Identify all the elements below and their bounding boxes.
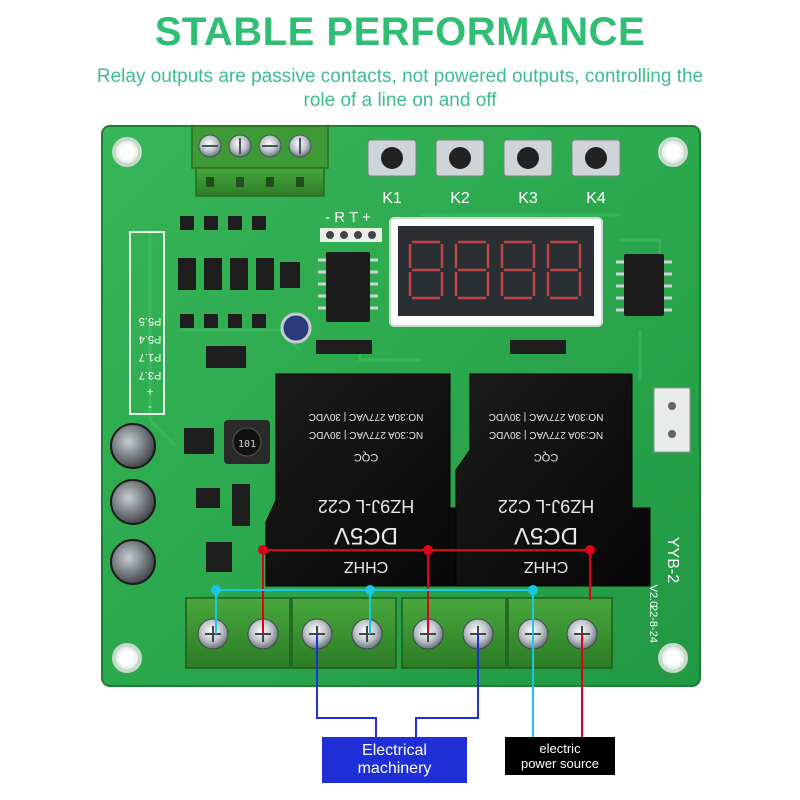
power-source-label: electric power source [505,737,615,775]
header-pins-label: - R T + [325,209,371,226]
serial-header: - R T + [320,209,382,242]
inductor-code: 101 [238,439,256,450]
relay-2: DC5V HZ9J-L C22 CHHZ NO:30A 277VAC | 30V… [455,373,651,587]
key-label-k3: K3 [518,190,538,207]
board-version: V2.0 [647,585,659,608]
side-pin-plus: + [147,385,153,397]
relay-2-rating2: NC:30A 277VAC | 30VDC [489,429,603,440]
side-pin-p55: P5.5 [139,315,162,327]
relay-2-brand: CHHZ [524,558,569,575]
electrical-machinery-text: Electrical machinery [357,742,432,777]
side-pin-p37: P3.7 [139,369,162,381]
page-title: STABLE PERFORMANCE [154,10,646,54]
relay-2-cert: CQC [534,451,559,463]
relay-1-rating2: NC:30A 277VAC | 30VDC [309,429,423,440]
key-label-k1: K1 [382,190,402,207]
relay-2-rating1: NO:30A 277VAC | 30VDC [489,411,604,422]
seven-segment-display [389,217,603,327]
electrolytic-capacitors [110,423,156,585]
relay-1-coil: DC5V [334,522,398,549]
smd-components: 101 P5.5 P5.4 P1.7 P3.7 + - [129,216,691,572]
mounting-holes [112,137,688,673]
relay-1-model: HZ9J-L C22 [318,496,414,516]
relay-1-rating1: NO:30A 277VAC | 30VDC [309,411,424,422]
side-pin-minus: - [148,401,152,413]
relay-1: DC5V HZ9J-L C22 CHHZ NO:30A 277VAC | 30V… [265,373,479,587]
key-label-k4: K4 [586,190,606,207]
side-pin-p17: P1.7 [139,351,162,363]
relay-2-model: HZ9J-L C22 [498,496,594,516]
integrated-circuits [318,252,672,322]
side-pin-p54: P5.4 [139,333,162,345]
page-subtitle: Relay outputs are passive contacts, not … [96,66,704,111]
power-input-terminal [191,125,329,197]
relay-1-brand: CHHZ [344,558,389,575]
key-label-k2: K2 [450,190,470,207]
power-source-text: electric power source [520,741,600,771]
relay-2-coil: DC5V [514,522,578,549]
tactile-buttons: K1 K2 K3 K4 [367,139,621,207]
board-date: 22-8-24 [647,605,659,643]
board-name: YYB-2 [664,537,681,583]
wiring-diagram [211,545,595,742]
relay-1-cert: CQC [354,451,379,463]
electrical-machinery-label: Electrical machinery [322,737,467,783]
